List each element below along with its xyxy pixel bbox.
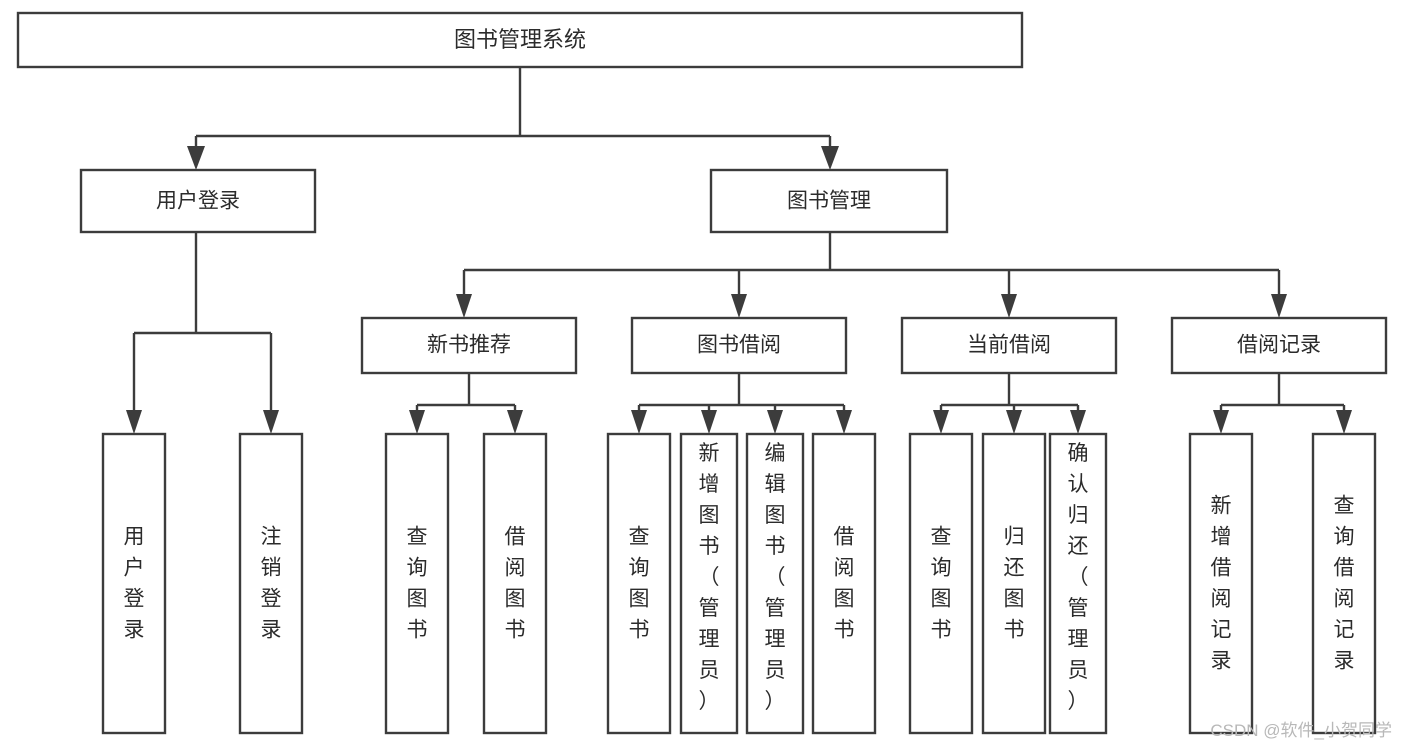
node-leaf-query-book-1-label: 查询图书 [407,526,428,642]
arrow-head-leaf-user-login [126,410,142,434]
arrow-head-leaf-logout [263,410,279,434]
node-root-box[interactable] [16,11,1024,69]
arrow-head-user-login [187,146,205,170]
node-root-label: 图书管理系统 [454,27,586,52]
node-leaf-borrow-book-1-label: 借阅图书 [505,526,526,642]
node-leaf-add-record-box[interactable] [1188,432,1254,735]
node-leaf-query-book-2[interactable]: 查询图书 [606,432,672,735]
node-leaf-query-book-3[interactable]: 查询图书 [908,432,974,735]
arrow-head-borrow-record [1271,294,1287,318]
node-new-book-recommend[interactable]: 新书推荐 [360,316,578,375]
arrow-head-book-manage [821,146,839,170]
edges-layer [126,67,1352,434]
csdn-watermark: CSDN @软件_小贺同学 [1210,721,1392,740]
node-leaf-query-book-3-box[interactable] [908,432,974,735]
node-leaf-edit-book-box[interactable] [745,432,805,735]
node-leaf-return-book[interactable]: 归还图书 [981,432,1047,735]
node-borrow-record-label: 借阅记录 [1237,334,1321,357]
node-leaf-query-record[interactable]: 查询借阅记录 [1311,432,1377,735]
node-book-borrow-box[interactable] [630,316,848,375]
arrow-head-new-book-recommend [456,294,472,318]
node-borrow-record-box[interactable] [1170,316,1388,375]
node-current-borrow-label: 当前借阅 [967,334,1051,357]
node-leaf-query-book-3-label: 查询图书 [931,526,952,642]
arrow-head-book-borrow [731,294,747,318]
arrow-head-leaf-query-book-3 [933,410,949,434]
node-leaf-user-login[interactable]: 用户登录 [101,432,167,735]
node-user-login[interactable]: 用户登录 [79,168,317,234]
node-leaf-borrow-book-2[interactable]: 借阅图书 [811,432,877,735]
node-leaf-borrow-book-2-label: 借阅图书 [834,526,855,642]
node-leaf-confirm-return-box[interactable] [1048,432,1108,735]
node-leaf-add-book[interactable]: 新增图书（管理员） [679,432,739,735]
node-leaf-borrow-book-2-box[interactable] [811,432,877,735]
node-leaf-logout-label: 注销登录 [261,526,282,642]
leaf-nodes: 用户登录 注销登录 查询图书 借阅图书 查询图书 新增图书（管理员） [101,432,1377,735]
node-leaf-add-book-label: 新增图书（管理员） [699,442,720,713]
node-borrow-record[interactable]: 借阅记录 [1170,316,1388,375]
node-leaf-add-book-box[interactable] [679,432,739,735]
arrow-head-leaf-add-record [1213,410,1229,434]
node-leaf-query-record-label: 查询借阅记录 [1334,495,1355,673]
arrow-head-leaf-borrow-book-2 [836,410,852,434]
node-leaf-query-book-2-label: 查询图书 [629,526,650,642]
node-leaf-query-book-2-box[interactable] [606,432,672,735]
node-leaf-add-record-label: 新增借阅记录 [1211,495,1232,673]
node-leaf-logout[interactable]: 注销登录 [238,432,304,735]
node-leaf-edit-book[interactable]: 编辑图书（管理员） [745,432,805,735]
node-leaf-query-book-1[interactable]: 查询图书 [384,432,450,735]
node-leaf-user-login-label: 用户登录 [124,526,145,642]
node-leaf-return-book-box[interactable] [981,432,1047,735]
node-leaf-add-record[interactable]: 新增借阅记录 [1188,432,1254,735]
node-leaf-return-book-label: 归还图书 [1004,526,1025,642]
arrow-head-leaf-query-book-2 [631,410,647,434]
arrow-head-leaf-confirm-return [1070,410,1086,434]
arrow-head-leaf-edit-book [767,410,783,434]
node-leaf-borrow-book-1[interactable]: 借阅图书 [482,432,548,735]
arrow-head-leaf-query-record [1336,410,1352,434]
node-leaf-user-login-box[interactable] [101,432,167,735]
node-leaf-edit-book-label: 编辑图书（管理员） [765,442,786,713]
arrow-head-current-borrow [1001,294,1017,318]
node-book-manage[interactable]: 图书管理 [709,168,949,234]
node-book-manage-label: 图书管理 [787,190,871,213]
node-leaf-query-book-1-box[interactable] [384,432,450,735]
node-user-login-box[interactable] [79,168,317,234]
arrow-head-leaf-query-book-1 [409,410,425,434]
node-current-borrow-box[interactable] [900,316,1118,375]
node-book-borrow-label: 图书借阅 [697,334,781,357]
arrow-head-leaf-borrow-book-1 [507,410,523,434]
node-new-book-recommend-box[interactable] [360,316,578,375]
node-book-borrow[interactable]: 图书借阅 [630,316,848,375]
node-user-login-label: 用户登录 [156,190,240,213]
node-leaf-logout-box[interactable] [238,432,304,735]
node-root[interactable]: 图书管理系统 [16,11,1024,69]
node-leaf-query-record-box[interactable] [1311,432,1377,735]
arrow-head-leaf-return-book [1006,410,1022,434]
node-leaf-confirm-return-label: 确认归还（管理员） [1068,442,1089,713]
node-leaf-borrow-book-1-box[interactable] [482,432,548,735]
node-book-manage-box[interactable] [709,168,949,234]
node-current-borrow[interactable]: 当前借阅 [900,316,1118,375]
arrow-head-leaf-add-book [701,410,717,434]
node-leaf-confirm-return[interactable]: 确认归还（管理员） [1048,432,1108,735]
node-new-book-recommend-label: 新书推荐 [427,334,511,357]
nodes-layer: 图书管理系统 用户登录 图书管理 新书推荐 图书借阅 当前借阅 借阅记录 [16,11,1388,735]
